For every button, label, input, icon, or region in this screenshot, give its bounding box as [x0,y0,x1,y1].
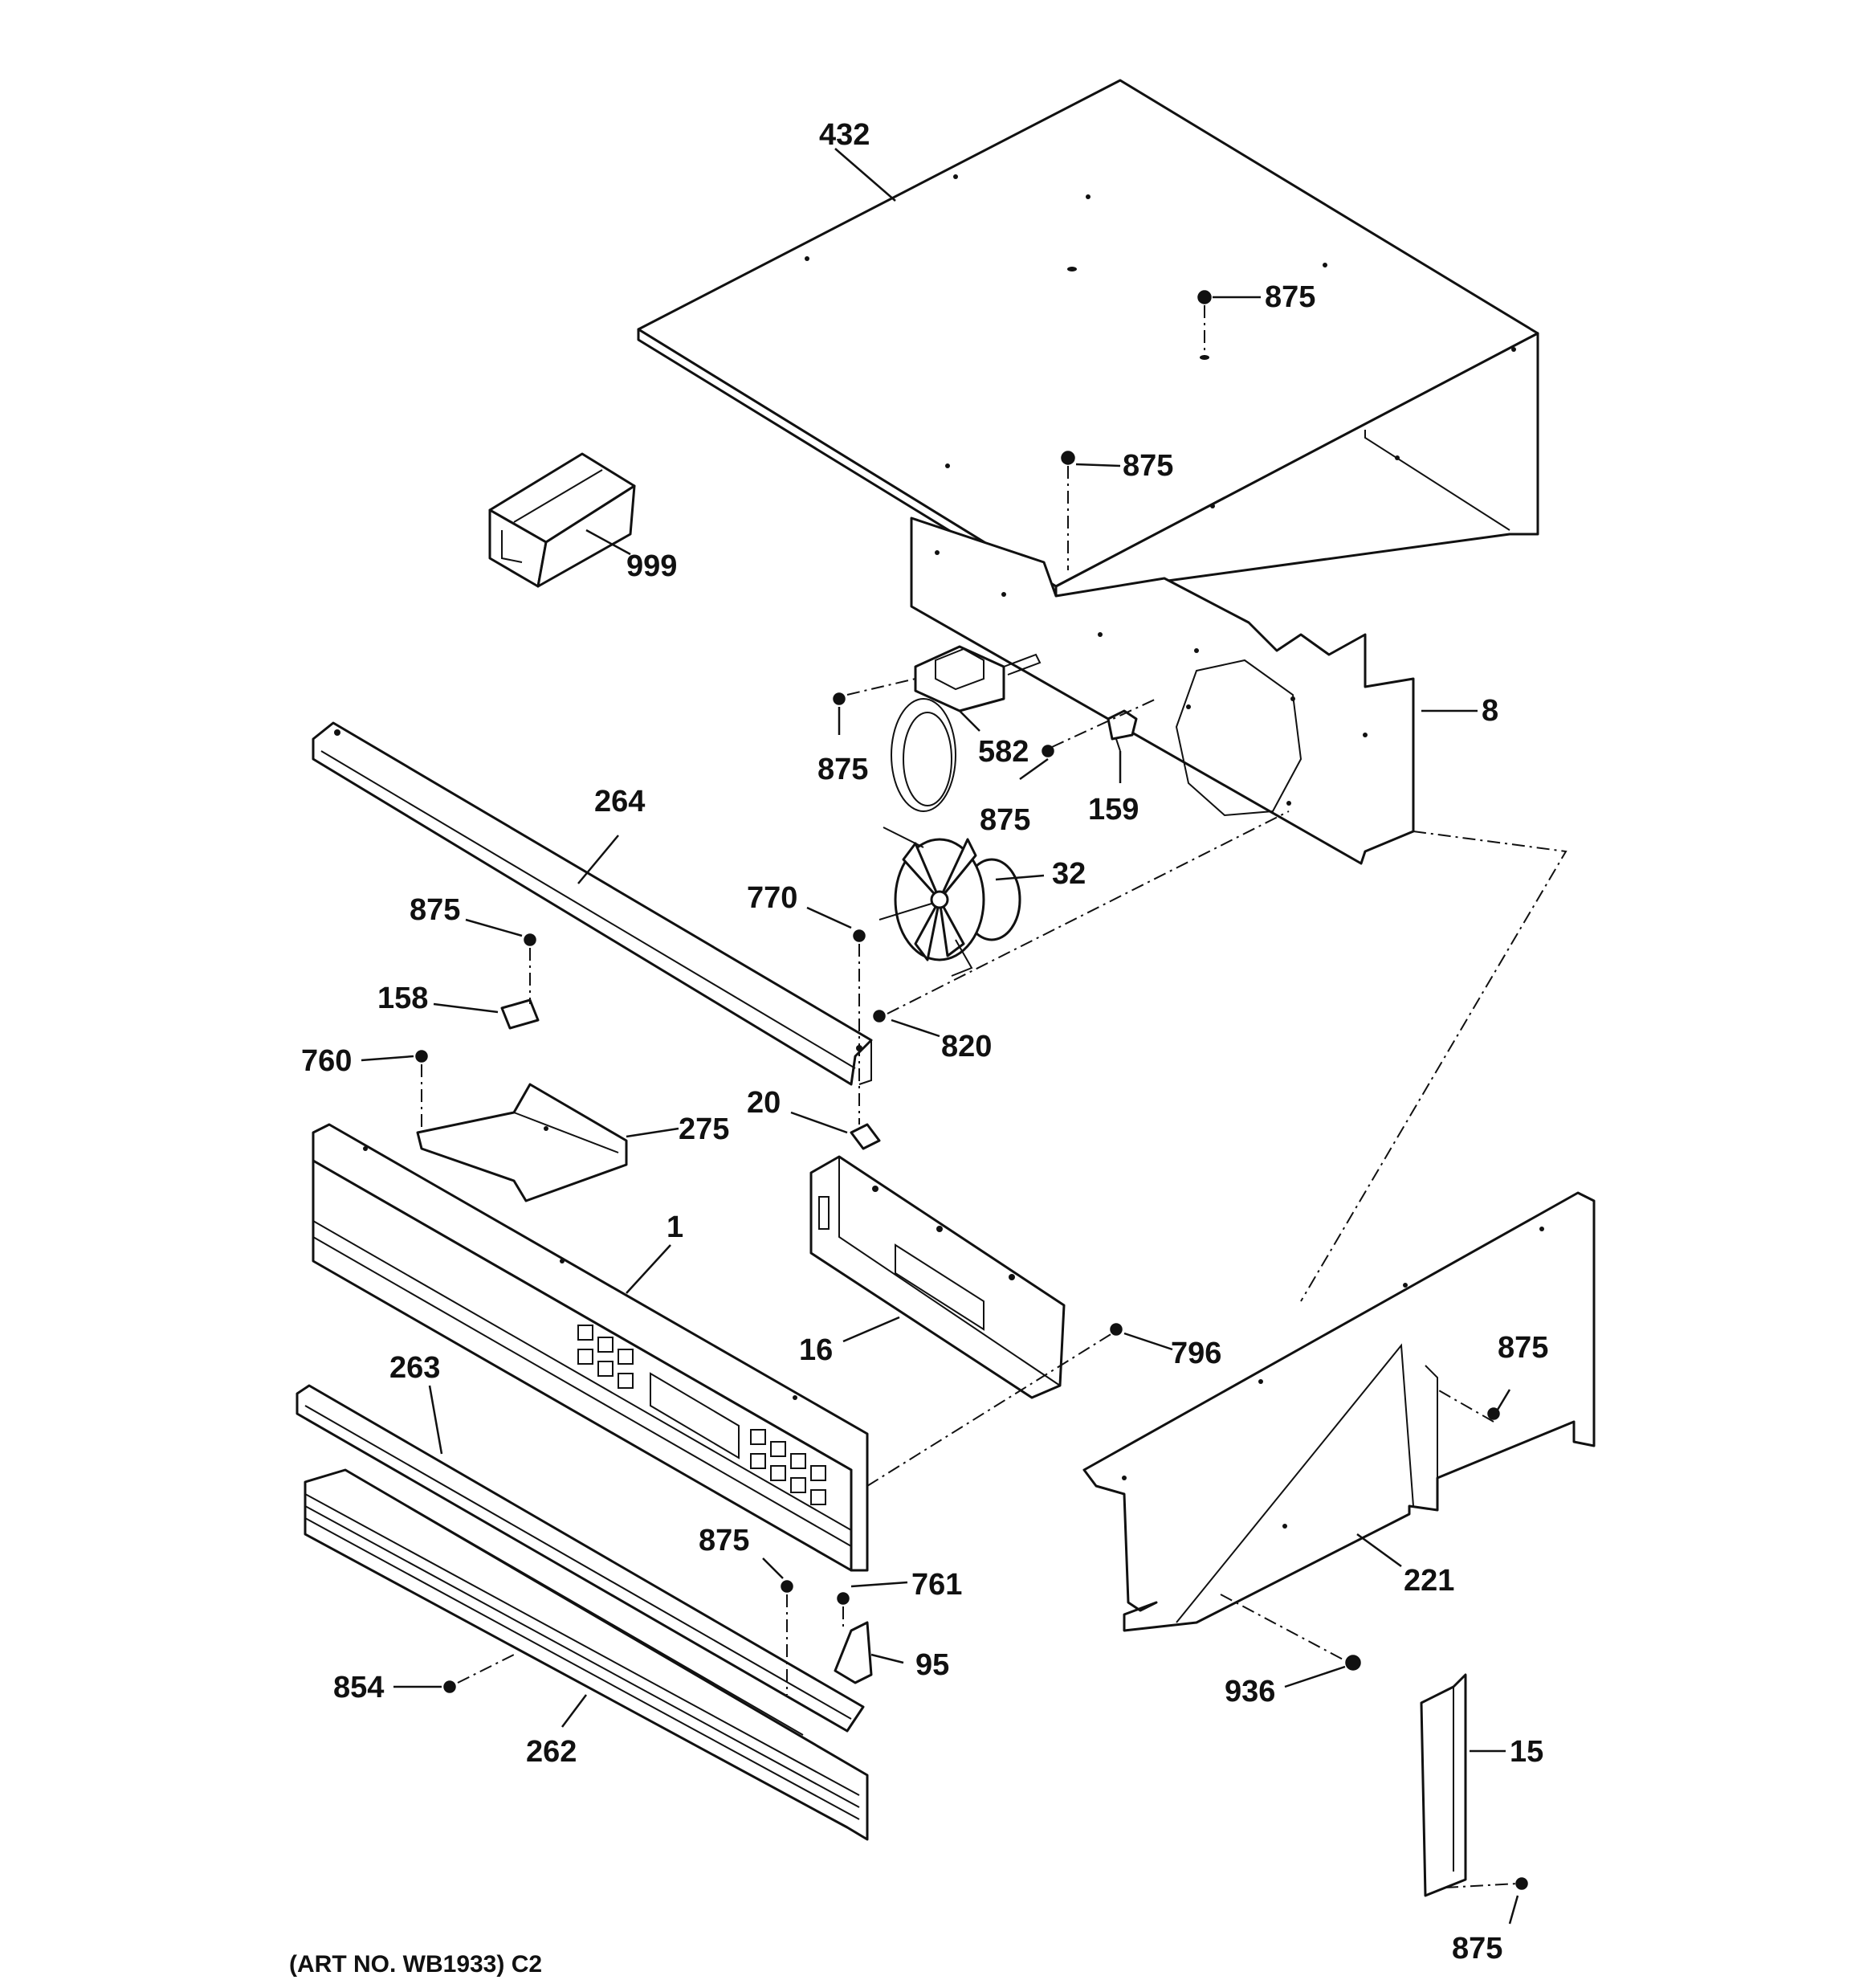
part-95-bracket [834,1621,873,1684]
part-262-grille [304,1468,869,1841]
callout-15: 15 [1510,1735,1543,1769]
callout-1: 1 [667,1210,683,1244]
callout-158: 158 [377,982,428,1015]
part-15-bracket [1420,1673,1467,1897]
callout-275: 275 [679,1112,729,1146]
part-275-shield [416,1083,628,1202]
callout-262: 262 [526,1735,577,1769]
callout-labels: 432 875 875 999 8 875 582 875 159 264 32… [301,118,1548,1966]
part-159-sensor [1107,709,1138,752]
callout-875: 875 [410,893,460,927]
callout-875: 875 [1452,1932,1502,1966]
screws [415,290,1528,1890]
callout-875: 875 [1498,1331,1548,1365]
callout-875: 875 [1123,449,1173,483]
part-1-control-panel [312,1123,869,1572]
part-264-rail [312,721,873,1086]
callout-770: 770 [747,881,797,915]
callout-16: 16 [799,1333,833,1367]
callout-761: 761 [911,1568,962,1602]
callout-432: 432 [819,118,870,152]
callout-582: 582 [978,735,1029,769]
callout-875: 875 [980,803,1030,837]
part-32-fan-motor [879,827,1021,977]
callout-854: 854 [333,1671,384,1704]
assembly-lines [421,305,1567,1888]
callout-8: 8 [1482,694,1498,728]
callout-875: 875 [817,753,868,786]
callout-999: 999 [626,549,677,583]
callout-796: 796 [1171,1337,1221,1370]
callout-264: 264 [594,785,645,818]
part-263-trim [296,1384,865,1733]
callout-32: 32 [1052,857,1086,891]
part-221-side-panel [1082,1191,1596,1632]
part-158-bracket [500,998,540,1030]
callout-95: 95 [915,1648,949,1682]
control-panel-display [650,1372,740,1459]
part-8-back-panel [910,516,1415,865]
callout-875: 875 [1265,280,1315,314]
part-999-box [488,452,636,588]
callout-760: 760 [301,1044,352,1078]
callout-221: 221 [1404,1564,1454,1598]
part-20-clip [850,1123,881,1150]
art-number-caption: (ART NO. WB1933) C2 [289,1951,542,1978]
control-panel-keypad [577,1325,826,1505]
part-582-transformer [891,645,1042,812]
leader-lines [361,148,1519,1925]
callout-263: 263 [389,1351,440,1385]
callout-20: 20 [747,1086,781,1120]
callout-820: 820 [941,1030,992,1063]
callout-936: 936 [1225,1675,1275,1708]
part-16-control-board [809,1155,1066,1399]
callout-159: 159 [1088,793,1139,827]
part-432-top-cover [637,79,1539,598]
callout-875: 875 [699,1524,749,1557]
